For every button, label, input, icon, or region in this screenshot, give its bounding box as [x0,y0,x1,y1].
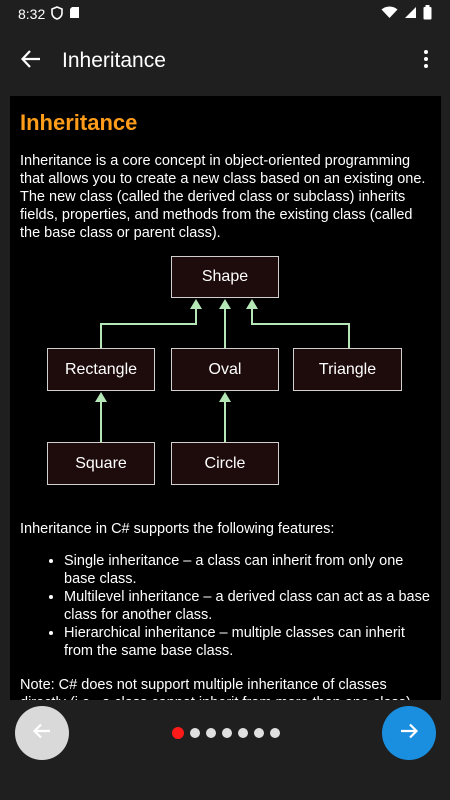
signal-icon [404,6,417,22]
back-button[interactable] [14,44,48,78]
status-bar: 8:32 [0,0,450,28]
arrowhead [219,392,231,402]
bottom-navigation [0,700,450,800]
arrowhead [190,299,202,309]
connector-rectangle-shape [100,308,197,348]
page-dot[interactable] [222,728,232,738]
status-right [381,5,432,23]
arrowhead [95,392,107,402]
page-title: Inheritance [62,49,166,72]
page-dot[interactable] [270,728,280,738]
arrow-right-icon [399,721,419,746]
node-square: Square [47,442,155,485]
app-bar: Inheritance [0,28,450,94]
page-dot[interactable] [206,728,216,738]
inheritance-diagram: Shape Rectangle Oval Triangle Square Cir… [20,256,431,508]
page-dot[interactable] [190,728,200,738]
arrow-left-icon [20,48,42,75]
features-list: Single inheritance – a class can inherit… [20,552,431,660]
arrowhead [246,299,258,309]
page-dot-active[interactable] [172,727,184,739]
node-triangle: Triangle [293,348,402,391]
node-shape: Shape [171,256,279,298]
arrowhead [219,299,231,309]
arrow-left-icon [32,721,52,746]
connector-triangle-shape [251,308,350,348]
note-paragraph: Note: C# does not support multiple inher… [20,677,415,700]
more-options-button[interactable] [416,44,436,78]
wifi-icon [381,6,398,22]
node-circle: Circle [171,442,279,485]
page-dot[interactable] [238,728,248,738]
battery-icon [423,5,432,23]
features-intro: Inheritance in C# supports the following… [20,521,335,537]
status-time: 8:32 [18,6,46,22]
node-rectangle: Rectangle [47,348,155,391]
list-item: Single inheritance – a class can inherit… [64,552,431,588]
list-item: Hierarchical inheritance – multiple clas… [64,624,431,660]
node-oval: Oval [171,348,279,391]
list-item: Multilevel inheritance – a derived class… [64,588,431,624]
next-page-button[interactable] [382,706,436,760]
status-left: 8:32 [18,5,80,23]
intro-paragraph: Inheritance is a core concept in object-… [20,153,426,241]
shield-icon [51,5,64,23]
page-indicator [172,727,280,739]
article-content[interactable]: Inheritance Inheritance is a core concep… [10,96,441,700]
sd-card-icon [69,6,80,22]
page-dot[interactable] [254,728,264,738]
diagram-connectors [95,299,350,442]
article-heading: Inheritance [20,110,138,135]
more-vert-icon [423,49,429,74]
previous-page-button[interactable] [15,706,69,760]
